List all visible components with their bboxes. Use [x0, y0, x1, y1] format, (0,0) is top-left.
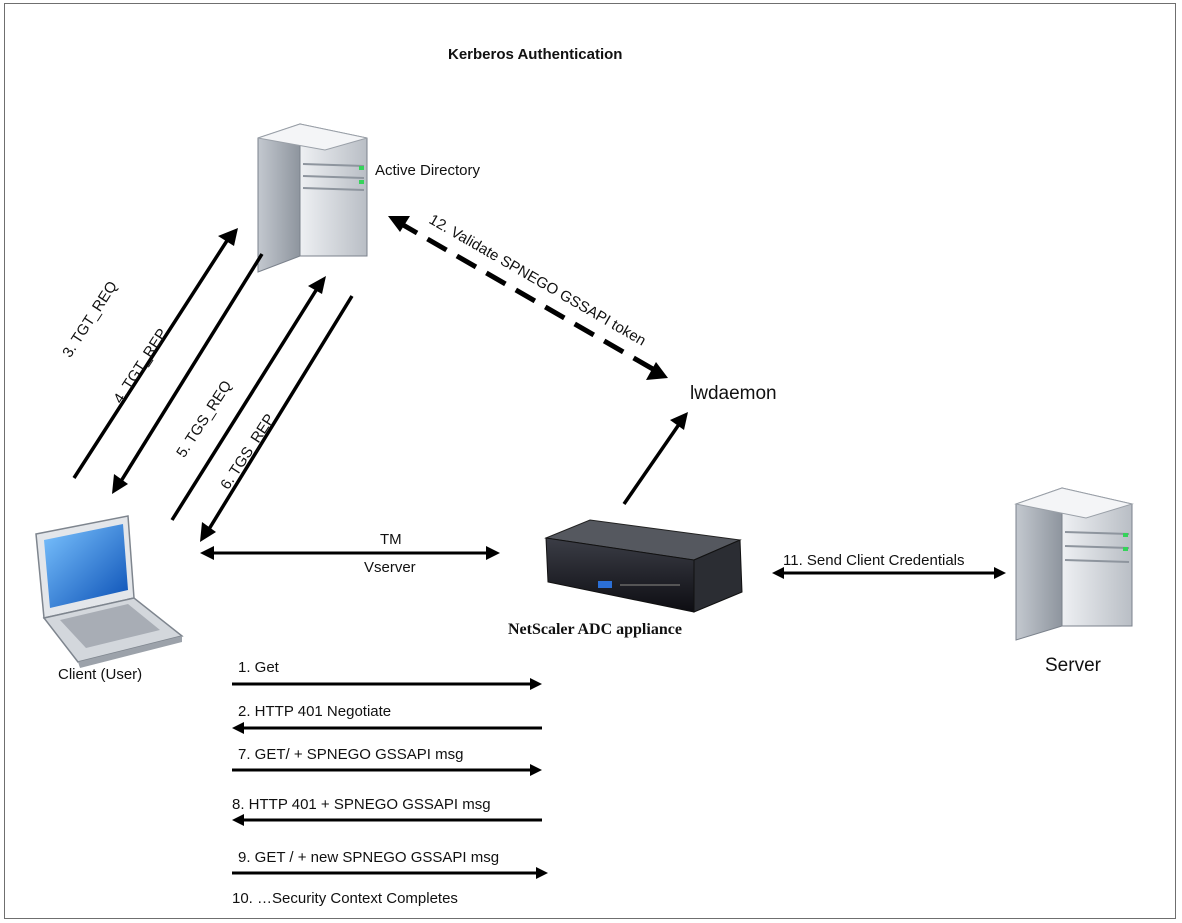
active-directory-label: Active Directory [375, 162, 481, 179]
message-label: 9. GET / + new SPNEGO GSSAPI msg [238, 849, 500, 866]
diagram-border [4, 3, 1176, 919]
edge-label-send-credentials: 11. Send Client Credentials [783, 552, 965, 569]
arrows [72, 216, 1006, 879]
lwdaemon-label: lwdaemon [690, 383, 777, 404]
message-label: 7. GET/ + SPNEGO GSSAPI msg [238, 746, 464, 763]
server-label: Server [1045, 655, 1101, 676]
client-label: Client (User) [58, 666, 143, 683]
netscaler-appliance-icon [544, 519, 743, 613]
edge-label-tm: TM [380, 531, 402, 548]
message-label: 2. HTTP 401 Negotiate [238, 703, 392, 720]
active-directory-server-icon [257, 123, 368, 273]
message-label: 1. Get [238, 659, 279, 676]
edge-label-vserver: Vserver [364, 559, 416, 576]
server-icon [1014, 487, 1134, 641]
message-label: 8. HTTP 401 + SPNEGO GSSAPI msg [232, 796, 491, 813]
diagram-title: Kerberos Authentication [448, 46, 623, 63]
message-label: 10. …Security Context Completes [232, 890, 458, 907]
netscaler-label: NetScaler ADC appliance [508, 621, 682, 638]
laptop-icon [35, 515, 184, 668]
